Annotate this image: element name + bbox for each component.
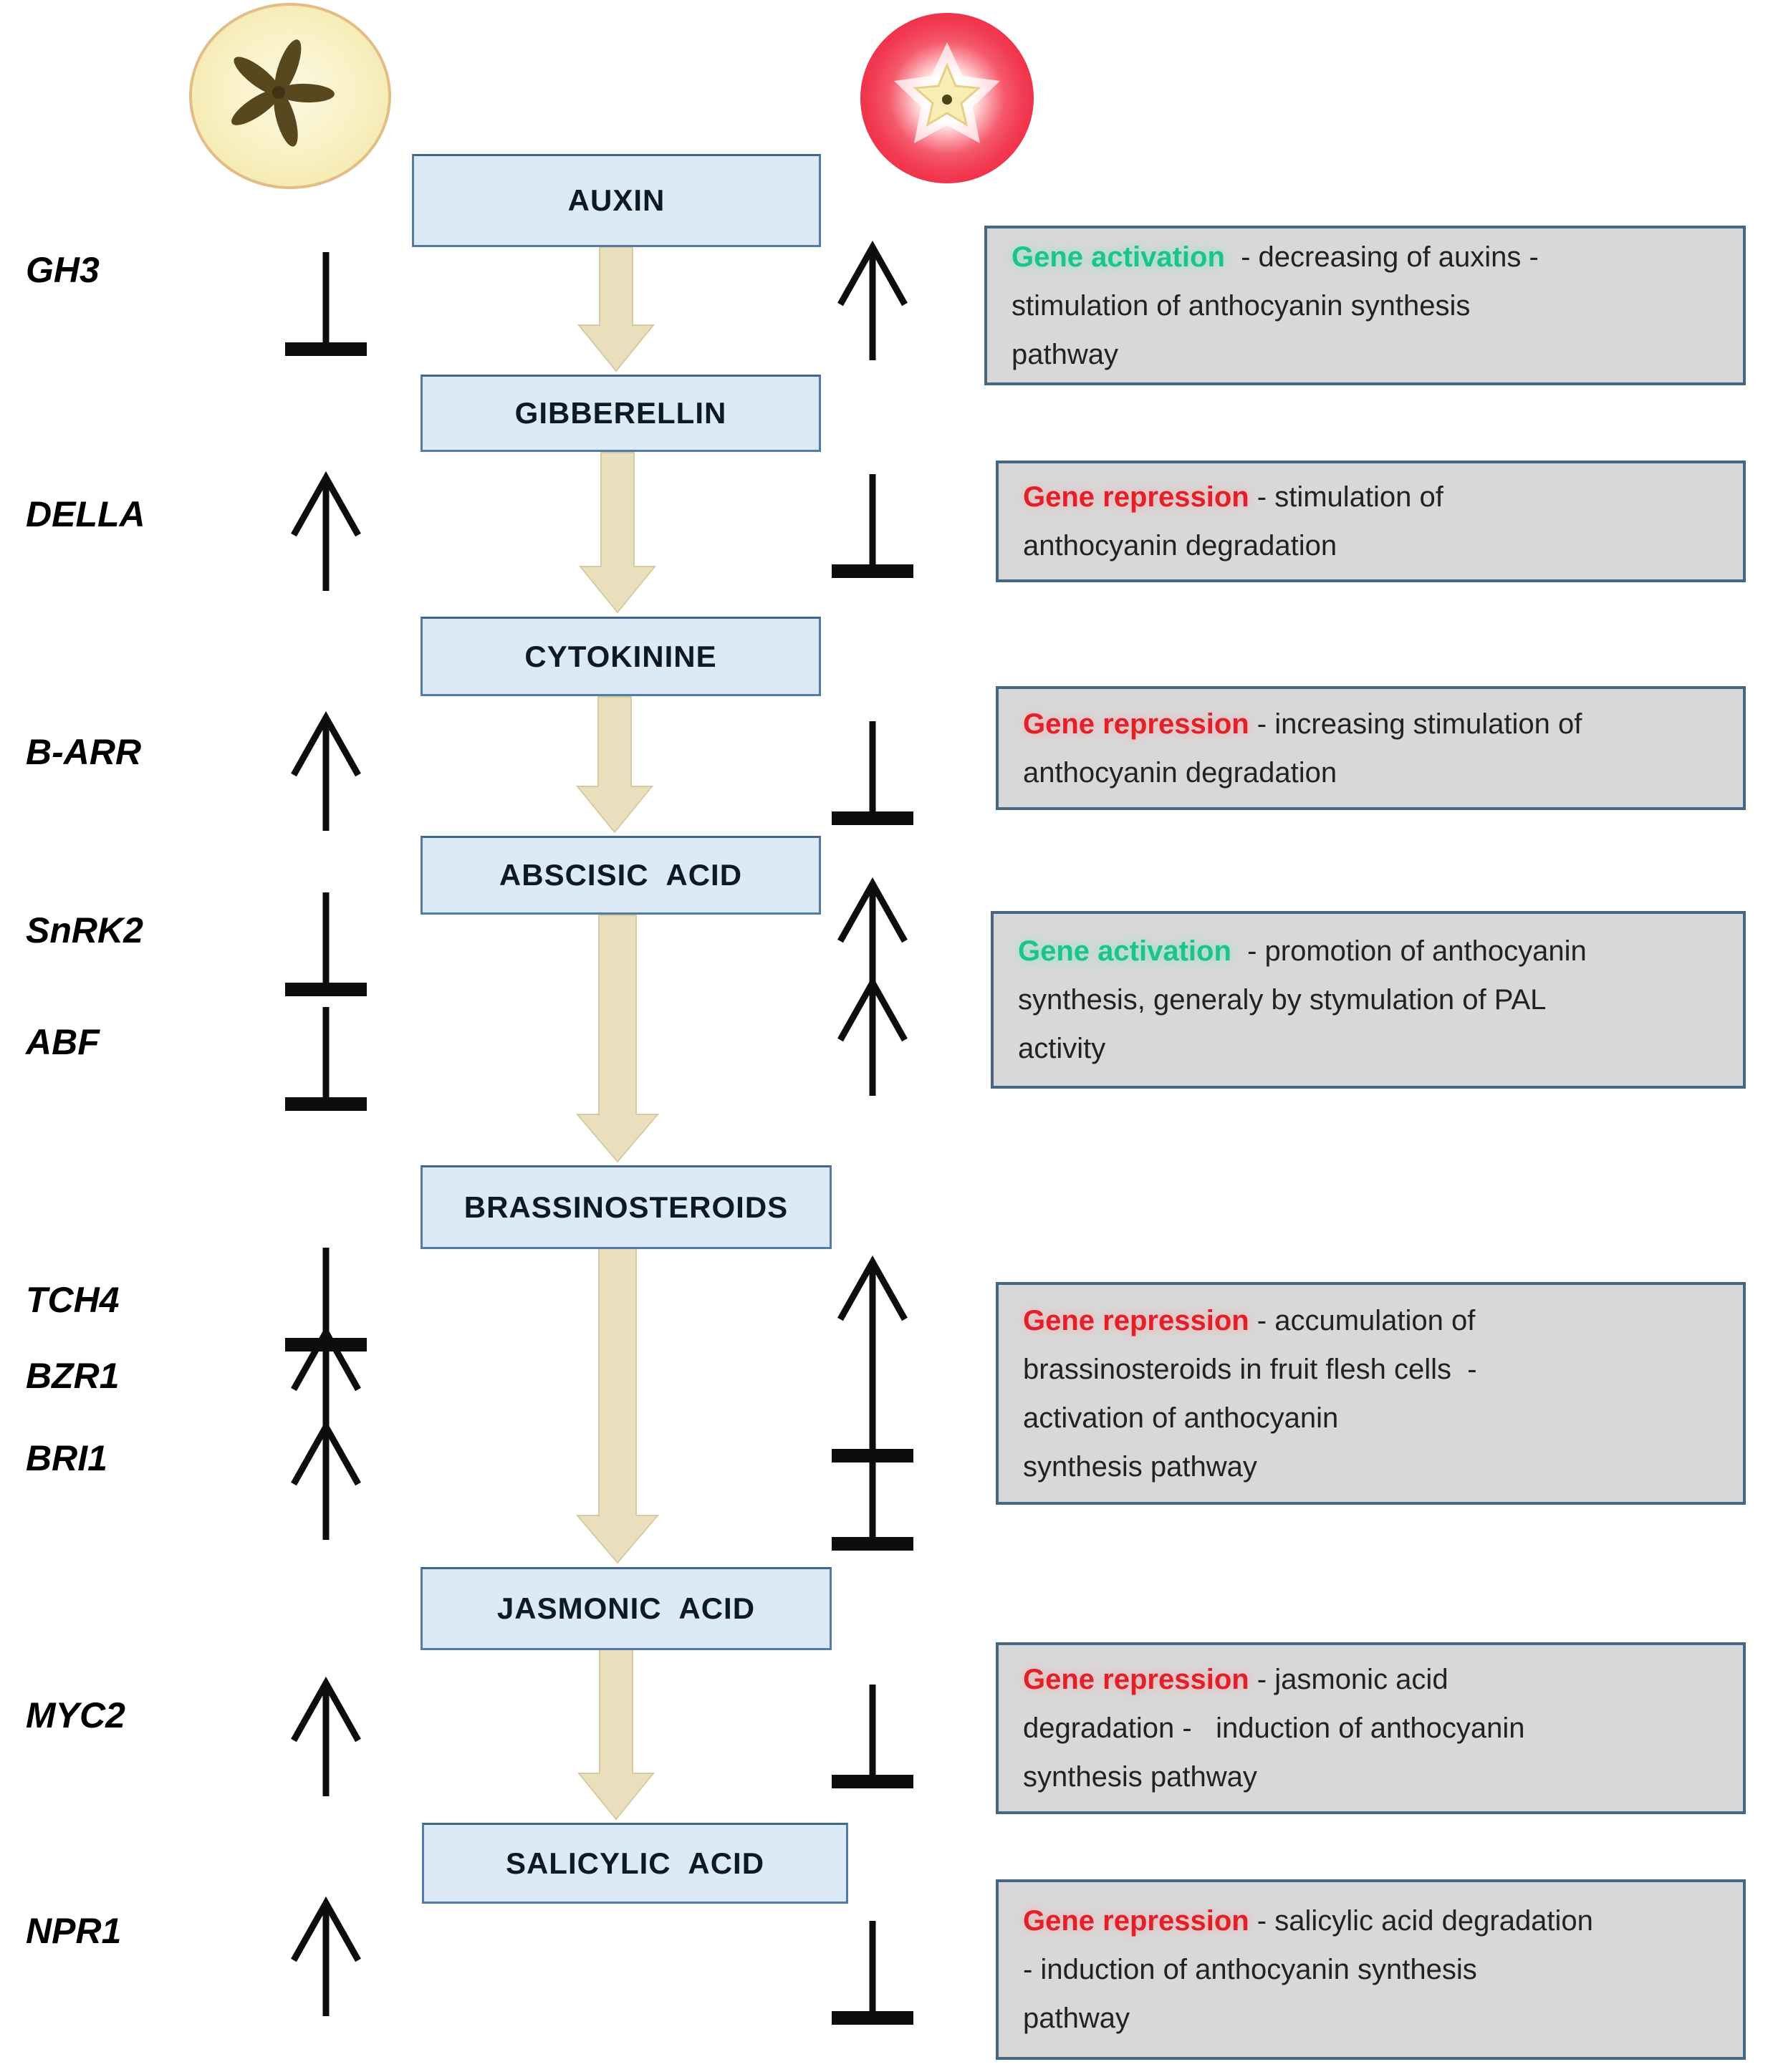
hormone-label: GIBBERELLIN xyxy=(514,396,727,430)
gene-label-snrk2: SnRK2 xyxy=(26,910,143,950)
abf-right-up-arrow-icon xyxy=(837,975,908,1096)
flow-arrow-brassinosteroids-to-jasmonic xyxy=(575,1245,660,1564)
annotation-text: Gene repression - jasmonic acid degradat… xyxy=(1023,1664,1525,1793)
bri1-right-inhibition-icon xyxy=(832,1447,913,1551)
hormone-box-brassinosteroids: BRASSINOSTEROIDS xyxy=(421,1165,832,1249)
annotation-text: Gene repression - stimulation of anthocy… xyxy=(1023,481,1443,562)
hormone-box-abscisic-acid: ABSCISIC ACID xyxy=(421,836,821,915)
gh3-right-up-arrow-icon xyxy=(837,240,908,360)
annotation-text: Gene activation - promotion of anthocyan… xyxy=(1018,935,1587,1064)
hormone-box-jasmonic-acid: JASMONIC ACID xyxy=(421,1567,832,1650)
gene-label-tch4: TCH4 xyxy=(26,1280,120,1320)
hormone-box-auxin: AUXIN xyxy=(412,154,821,247)
gene-label-npr1: NPR1 xyxy=(26,1911,122,1951)
gene-activation-highlight: Gene activation xyxy=(1018,935,1231,967)
gene-repression-highlight: Gene repression xyxy=(1023,1905,1249,1937)
gene-label-bzr1: BZR1 xyxy=(26,1356,120,1396)
gene-repression-highlight: Gene repression xyxy=(1023,1304,1249,1336)
annotation-box-cytokinine: Gene repression - increasing stimulation… xyxy=(996,686,1746,810)
gene-repression-highlight: Gene repression xyxy=(1023,481,1249,513)
annotation-box-jasmonic: Gene repression - jasmonic acid degradat… xyxy=(996,1642,1746,1814)
flow-arrow-jasmonic-to-salicylic xyxy=(577,1647,655,1821)
yellow-apple-cross-section-icon xyxy=(189,3,391,189)
hormone-label: AUXIN xyxy=(567,183,666,217)
gene-label-abf: ABF xyxy=(26,1022,100,1062)
annotation-text: Gene repression - salicylic acid degrada… xyxy=(1023,1905,1593,2034)
tch4-right-up-arrow-icon xyxy=(837,1255,908,1375)
hormone-label: ABSCISIC ACID xyxy=(499,858,743,892)
npr1-left-up-arrow-icon xyxy=(291,1896,361,2016)
red-apple-cross-section-icon xyxy=(860,13,1034,183)
b-arr-left-up-arrow-icon xyxy=(291,710,361,831)
gene-label-gh3: GH3 xyxy=(26,250,100,290)
della-right-inhibition-icon xyxy=(832,474,913,578)
gene-repression-highlight: Gene repression xyxy=(1023,1664,1249,1695)
annotation-box-abscisic: Gene activation - promotion of anthocyan… xyxy=(991,911,1746,1089)
flow-arrow-gibberellin-to-cytokinine xyxy=(578,452,657,614)
myc2-right-inhibition-icon xyxy=(832,1685,913,1788)
hormone-label: CYTOKININE xyxy=(524,639,717,673)
gh3-left-inhibition-icon xyxy=(285,252,367,356)
della-left-up-arrow-icon xyxy=(291,471,361,591)
gene-label-myc2: MYC2 xyxy=(26,1695,125,1735)
bri1-left-up-arrow-icon xyxy=(291,1420,361,1540)
annotation-box-brassinosteroids: Gene repression - accumulation of brassi… xyxy=(996,1282,1746,1505)
annotation-box-salicylic: Gene repression - salicylic acid degrada… xyxy=(996,1879,1746,2060)
hormone-box-gibberellin: GIBBERELLIN xyxy=(421,375,821,452)
snrk2-left-inhibition-icon xyxy=(285,892,367,996)
myc2-left-up-arrow-icon xyxy=(291,1676,361,1796)
gene-label-bri1: BRI1 xyxy=(26,1438,107,1478)
gene-activation-highlight: Gene activation xyxy=(1012,241,1225,273)
flow-arrow-cytokinine-to-abscisic xyxy=(575,696,654,834)
annotation-text: Gene repression - increasing stimulation… xyxy=(1023,708,1582,789)
gene-label-b-arr: B-ARR xyxy=(26,732,142,772)
flow-arrow-auxin-to-gibberellin xyxy=(577,246,655,372)
hormone-label: BRASSINOSTEROIDS xyxy=(463,1190,789,1224)
hormone-label: JASMONIC ACID xyxy=(496,1591,756,1625)
npr1-right-inhibition-icon xyxy=(832,1921,913,2025)
hormone-box-salicylic-acid: SALICYLIC ACID xyxy=(422,1823,848,1904)
b-arr-right-inhibition-icon xyxy=(832,721,913,825)
hormone-box-cytokinine: CYTOKININE xyxy=(421,617,821,696)
hormone-label: SALICYLIC ACID xyxy=(505,1846,765,1880)
gene-repression-highlight: Gene repression xyxy=(1023,708,1249,740)
annotation-box-auxin: Gene activation - decreasing of auxins -… xyxy=(984,226,1746,385)
annotation-text: Gene repression - accumulation of brassi… xyxy=(1023,1304,1477,1483)
gene-label-della: DELLA xyxy=(26,494,145,534)
annotation-text: Gene activation - decreasing of auxins -… xyxy=(1012,241,1539,370)
abf-left-inhibition-icon xyxy=(285,1007,367,1111)
flow-arrow-abscisic-to-brassinosteroids xyxy=(575,915,660,1163)
annotation-box-gibberellin: Gene repression - stimulation of anthocy… xyxy=(996,461,1746,582)
